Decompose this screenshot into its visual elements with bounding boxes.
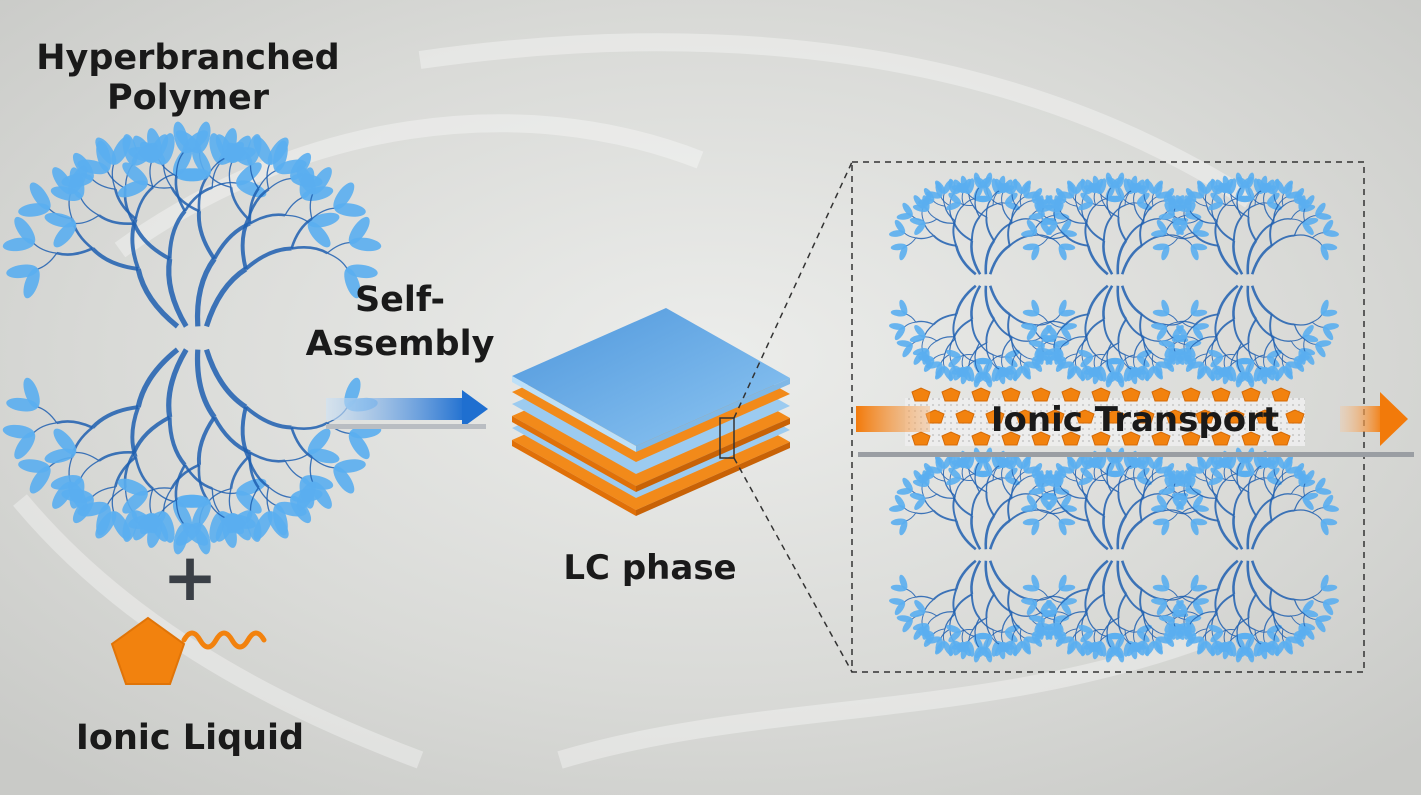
zoomed-polymer: [1021, 447, 1209, 663]
lamellar-stack-icon: [512, 308, 790, 516]
ion-particle: [1031, 431, 1051, 446]
self-assembly-line2: Assembly: [305, 324, 495, 364]
ion-particle: [1165, 409, 1185, 424]
lc-phase-label: LC phase: [563, 548, 737, 588]
ion-particle: [1151, 431, 1171, 446]
ion-particle: [1181, 431, 1201, 446]
ion-particle: [1001, 387, 1021, 402]
ion-particle: [1211, 431, 1231, 446]
ion-particle: [1271, 431, 1291, 446]
self-assembly-label: Self- Assembly: [300, 278, 500, 366]
transport-arrow-left: [856, 406, 930, 432]
polymer-label-line1: Hyperbranched: [36, 38, 340, 78]
zoom-box: [851, 161, 1365, 673]
ion-particle: [1001, 431, 1021, 446]
ion-particle: [1031, 387, 1051, 402]
ion-particle: [955, 409, 975, 424]
ion-particle: [1015, 409, 1035, 424]
ion-particle: [941, 387, 961, 402]
plus-sign: +: [162, 539, 218, 616]
ion-particle: [1181, 387, 1201, 402]
polymer-label-line2: Polymer: [107, 78, 269, 118]
zoomed-polymer: [1021, 172, 1209, 388]
ion-particles: [911, 387, 1305, 446]
zoomed-polymer: [1151, 172, 1339, 388]
ion-particle: [1225, 409, 1245, 424]
zoom-lines: [733, 161, 853, 673]
ion-particle: [1241, 431, 1261, 446]
pentagon-with-tail-icon: [110, 616, 267, 685]
zoomed-polymer-grid: [889, 172, 1339, 663]
ion-particle: [1271, 387, 1291, 402]
ion-particle: [1045, 409, 1065, 424]
ion-particle: [985, 409, 1005, 424]
ionic-channel: [858, 387, 1414, 457]
ion-particle: [1241, 387, 1261, 402]
transport-arrow-right: [1340, 392, 1408, 446]
ion-particle: [911, 387, 931, 402]
ion-particle: [1105, 409, 1125, 424]
ion-particle: [1075, 409, 1095, 424]
ion-particle: [1091, 431, 1111, 446]
ionic-transport-label: Ionic Transport: [990, 400, 1280, 440]
ion-particle: [971, 387, 991, 402]
zoomed-polymer: [889, 172, 1077, 388]
ion-particle: [1285, 409, 1305, 424]
ion-particle: [1061, 431, 1081, 446]
ion-particle: [1121, 431, 1141, 446]
hyperbranched-polymer-icon: [2, 121, 382, 555]
ion-particle: [1121, 387, 1141, 402]
ion-particle: [1255, 409, 1275, 424]
hyperbranched-polymer-label: Hyperbranched Polymer: [18, 38, 358, 118]
ion-particle: [971, 431, 991, 446]
ion-particle: [941, 431, 961, 446]
ion-particle: [1211, 387, 1231, 402]
ion-particle: [1061, 387, 1081, 402]
self-assembly-line1: Self-: [354, 280, 446, 320]
ion-particle: [1091, 387, 1111, 402]
ion-particle: [1195, 409, 1215, 424]
ion-particle: [1135, 409, 1155, 424]
right-arrow-icon: [326, 390, 488, 429]
ion-particle: [911, 431, 931, 446]
ionic-liquid-label: Ionic Liquid: [75, 718, 305, 758]
ion-particle: [1151, 387, 1171, 402]
